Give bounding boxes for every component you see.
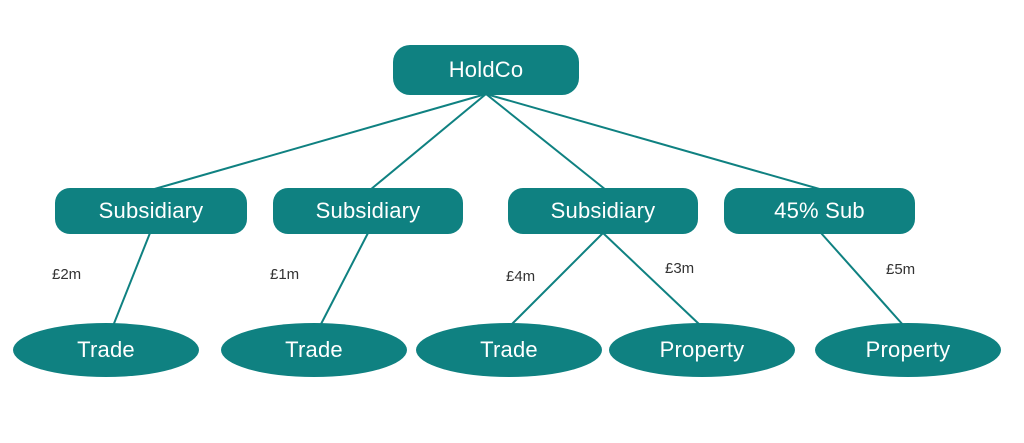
node-subsidiary-1: Subsidiary	[55, 188, 247, 234]
edge-label-sub3-property: £3m	[665, 260, 695, 277]
node-trade-3: Trade	[416, 323, 602, 377]
node-trade-2: Trade	[221, 323, 407, 377]
connector-sub4-property2	[820, 232, 905, 327]
connector-sub3-trade3	[510, 232, 604, 326]
node-holdco: HoldCo	[393, 45, 579, 95]
connector-holdco-sub3	[485, 93, 607, 191]
connector-sub2-trade2	[319, 232, 369, 327]
edge-label-sub3-trade: £4m	[506, 268, 536, 285]
node-subsidiary-3: Subsidiary	[508, 188, 698, 234]
node-subsidiary-2: Subsidiary	[273, 188, 463, 234]
node-property-2: Property	[815, 323, 1001, 377]
connector-holdco-sub1	[150, 93, 487, 191]
connector-holdco-sub2	[369, 93, 487, 191]
edge-label-sub1-trade: £2m	[52, 266, 82, 283]
connector-sub3-property1	[602, 232, 701, 326]
edge-label-sub4-property: £5m	[886, 261, 916, 278]
node-trade-1: Trade	[13, 323, 199, 377]
connector-holdco-sub4	[485, 93, 824, 191]
node-property-1: Property	[609, 323, 795, 377]
edge-label-sub2-trade: £1m	[270, 266, 300, 283]
connector-sub1-trade1	[112, 232, 151, 327]
node-45pct-sub: 45% Sub	[724, 188, 915, 234]
